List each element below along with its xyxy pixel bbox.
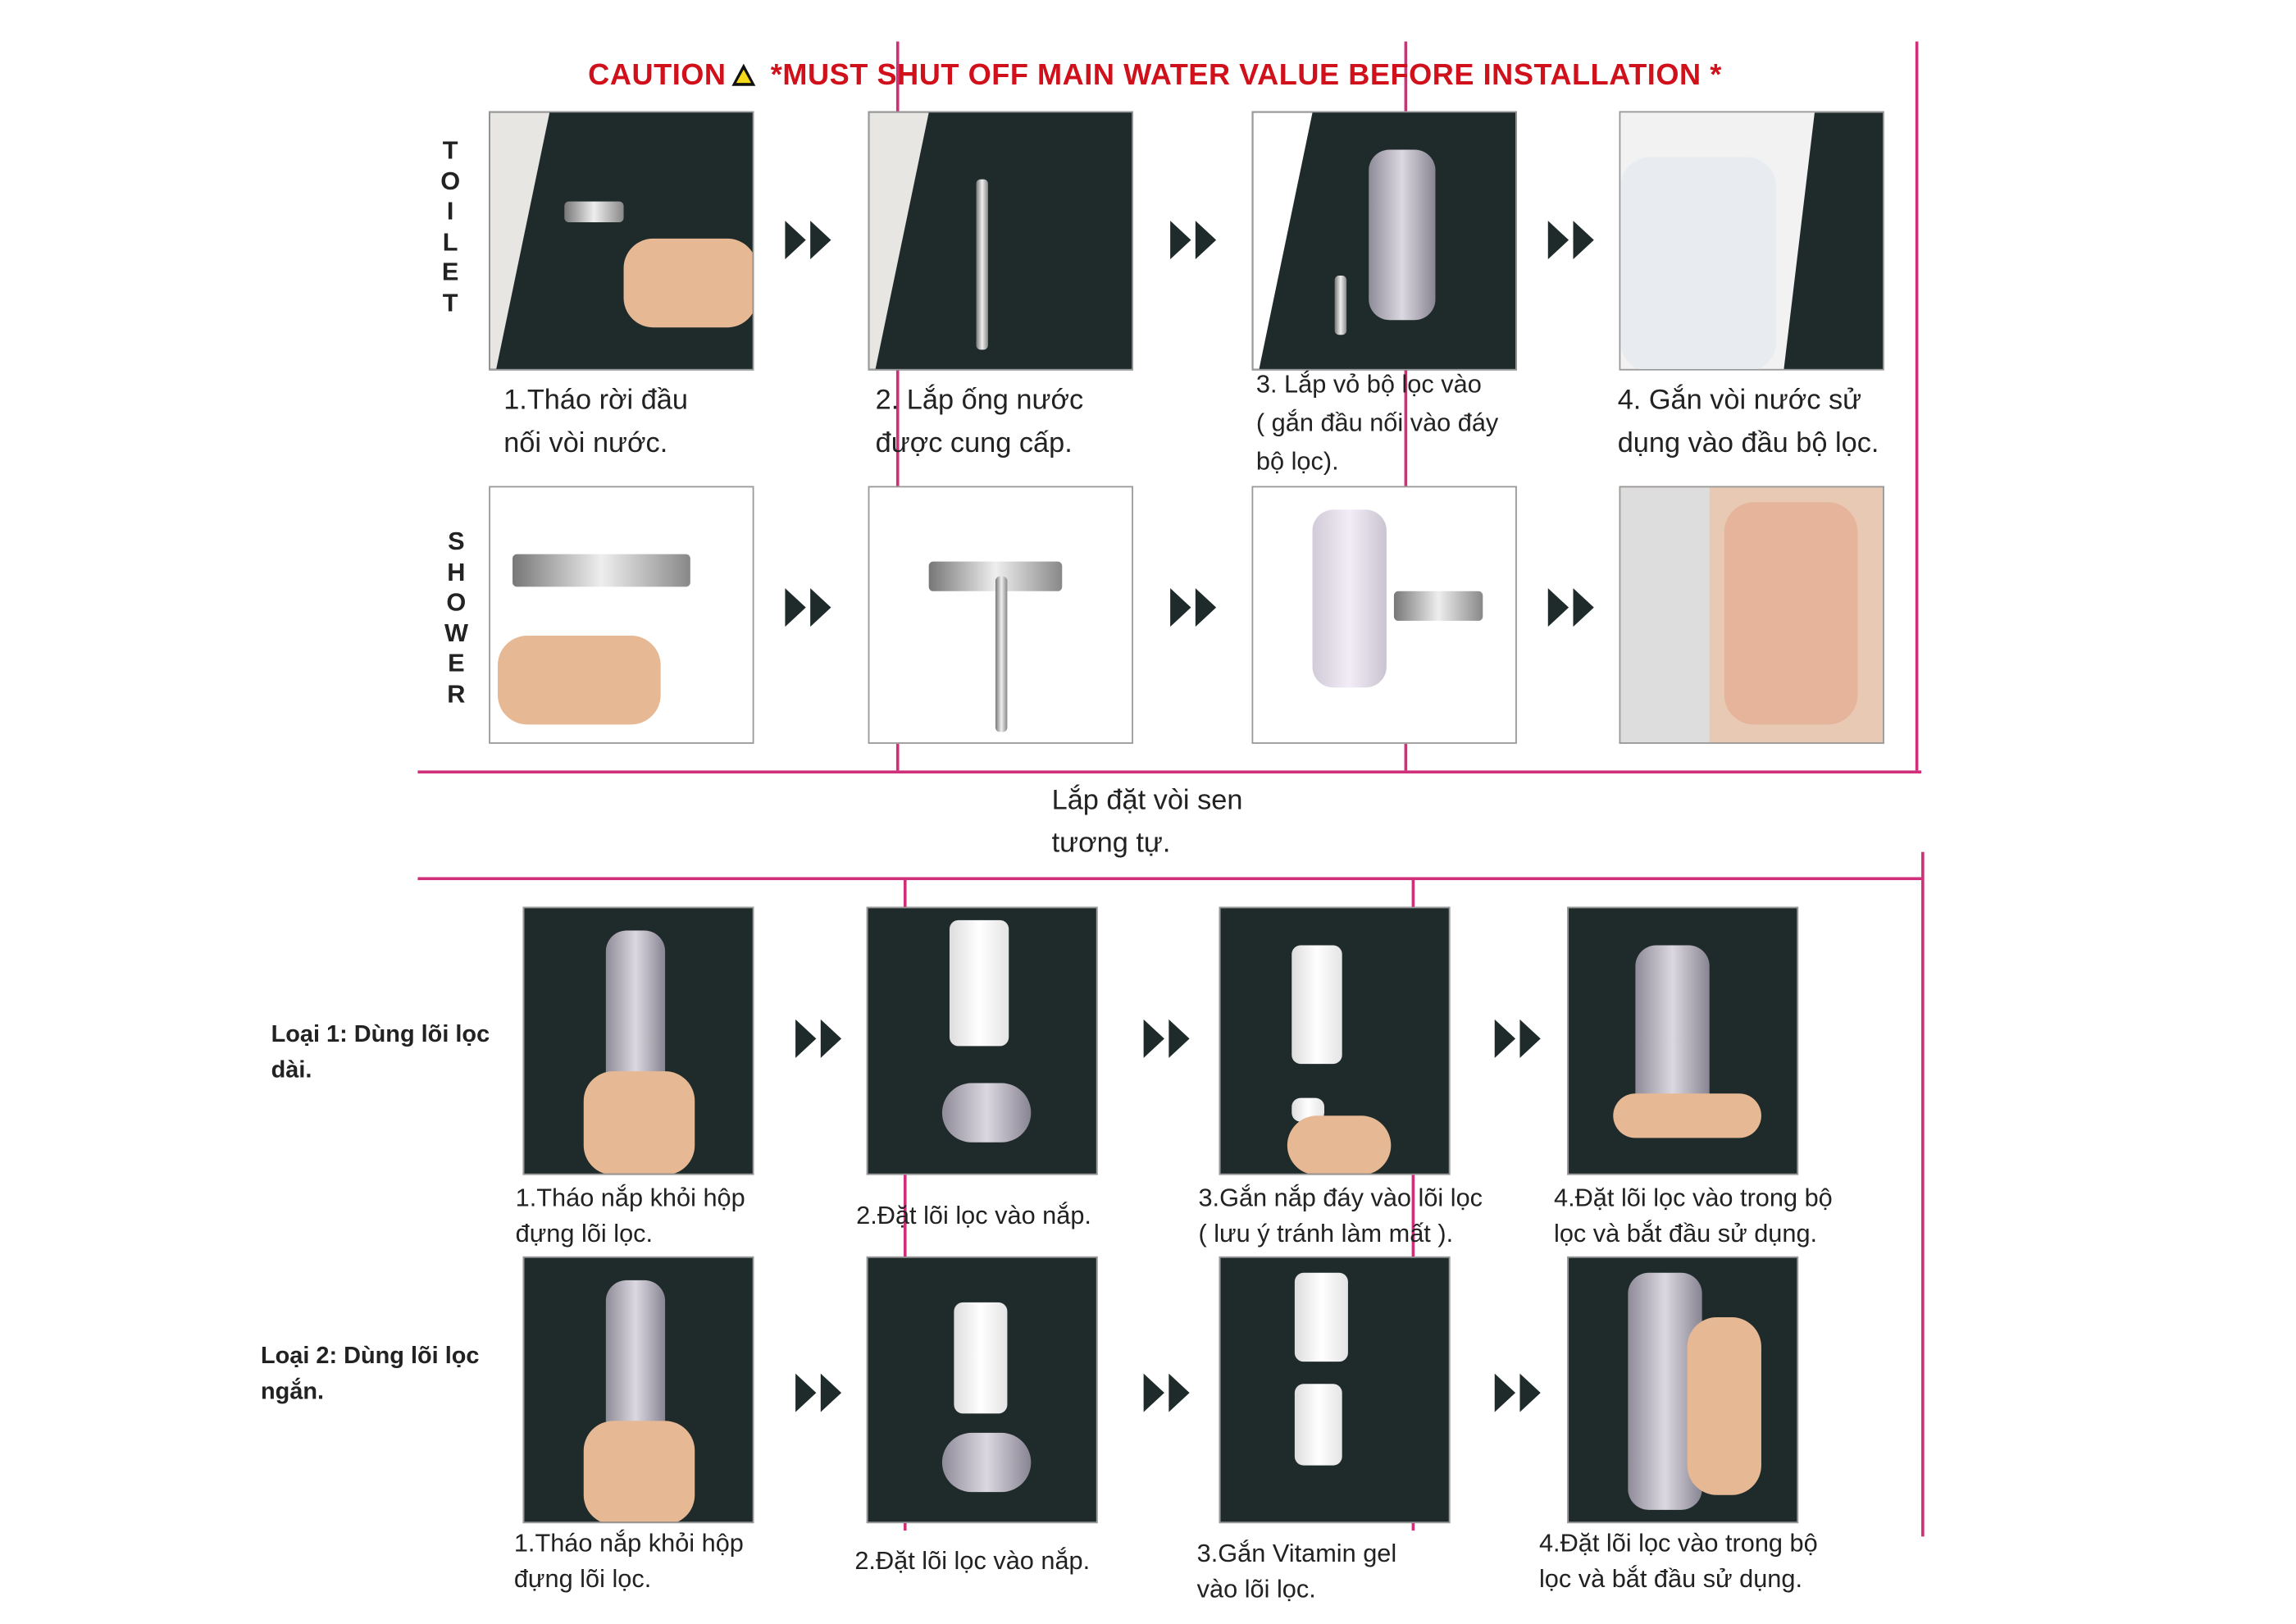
caption-line: bộ lọc).: [1255, 447, 1339, 476]
caption-line: 2. Lắp ống nước: [875, 385, 1084, 417]
caption-line: 2.Đặt lõi lọc vào nắp.: [854, 1546, 1091, 1576]
toilet-step2-caption: 2. Lắp ống nước được cung cấp.: [876, 379, 1084, 465]
type1-step4-photo: [1567, 906, 1799, 1175]
guide-line: [1404, 41, 1407, 771]
next-arrow-icon: [785, 588, 835, 627]
caption-line: được cung cấp.: [875, 428, 1073, 460]
caution-banner: CAUTION *MUST SHUT OFF MAIN WATER VALUE B…: [588, 59, 1722, 94]
type2-step4-photo: [1567, 1256, 1799, 1524]
label-line: dài.: [271, 1057, 312, 1083]
type2-step1-caption: 1.Tháo nắp khỏi hộp đựng lõi lọc.: [514, 1526, 744, 1598]
shower-step2-photo: [868, 486, 1133, 744]
next-arrow-icon: [1494, 1019, 1545, 1058]
label-line: ngắn.: [260, 1379, 325, 1405]
caption-line: lọc và bắt đầu sử dụng.: [1554, 1219, 1818, 1248]
type2-step3-caption: 3.Gắn Vitamin gel vào lõi lọc.: [1197, 1536, 1397, 1608]
shower-step4-photo: [1619, 486, 1884, 744]
type1-step3-caption: 3.Gắn nắp đáy vào lõi lọc ( lưu ý tránh l…: [1198, 1181, 1483, 1252]
letter: S: [448, 527, 465, 556]
toilet-step3-photo: [1251, 111, 1517, 371]
guide-line: [417, 770, 1922, 773]
caption-line: 3. Lắp vỏ bộ lọc vào: [1255, 370, 1482, 399]
next-arrow-icon: [1143, 1019, 1194, 1058]
caption-line: ( gắn đầu nối vào đáy: [1255, 408, 1499, 437]
next-arrow-icon: [1170, 221, 1220, 260]
toilet-step1-caption: 1.Tháo rời đầu nối vòi nước.: [503, 379, 688, 465]
label-line: Loại 1: Dùng lõi lọc: [271, 1022, 490, 1048]
label-line: Loại 2: Dùng lõi lọc: [260, 1343, 480, 1370]
next-arrow-icon: [795, 1019, 845, 1058]
letter: W: [444, 618, 468, 647]
type1-step4-caption: 4.Đặt lõi lọc vào trong bộ lọc và bắt đầu…: [1554, 1181, 1833, 1252]
type1-step2-caption: 2.Đặt lõi lọc vào nắp.: [856, 1198, 1091, 1234]
next-arrow-icon: [795, 1373, 845, 1412]
type1-step2-photo: [866, 906, 1098, 1175]
letter: I: [446, 197, 454, 226]
toilet-step4-photo: [1619, 111, 1884, 371]
letter: E: [448, 649, 465, 677]
shower-step3-photo: [1251, 486, 1517, 744]
caption-line: 4.Đặt lõi lọc vào trong bộ: [1554, 1184, 1833, 1212]
caption-line: dụng vào đầu bộ lọc.: [1617, 428, 1879, 460]
caption-line: 1.Tháo rời đầu: [503, 385, 688, 417]
toilet-step2-photo: [868, 111, 1133, 371]
shower-note: Lắp đặt vòi sen tương tự.: [1052, 779, 1243, 865]
type2-step1-photo: [522, 1256, 754, 1524]
guide-line: [1411, 878, 1414, 1531]
caption-line: đựng lõi lọc.: [515, 1219, 654, 1248]
next-arrow-icon: [1547, 588, 1598, 627]
type1-step1-caption: 1.Tháo nắp khỏi hộp đựng lõi lọc.: [516, 1181, 745, 1252]
next-arrow-icon: [785, 221, 835, 260]
caution-label: CAUTION: [588, 59, 727, 93]
note-line: tương tự.: [1051, 828, 1171, 860]
type2-step3-photo: [1219, 1256, 1451, 1524]
guide-line: [1921, 851, 1924, 1537]
letter: T: [442, 136, 458, 165]
letter: O: [440, 167, 461, 195]
type2-step2-caption: 2.Đặt lõi lọc vào nắp.: [854, 1544, 1090, 1579]
caption-line: ( lưu ý tránh làm mất ).: [1198, 1219, 1454, 1248]
letter: H: [447, 558, 466, 586]
next-arrow-icon: [1494, 1373, 1545, 1412]
note-line: Lắp đặt vòi sen: [1051, 785, 1243, 817]
type1-step1-photo: [522, 906, 754, 1175]
type2-step2-photo: [866, 1256, 1098, 1524]
next-arrow-icon: [1170, 588, 1220, 627]
letter: O: [446, 588, 467, 617]
type2-step4-caption: 4.Đặt lõi lọc vào trong bộ lọc và bắt đầu…: [1539, 1526, 1818, 1598]
type1-label: Loại 1: Dùng lõi lọc dài.: [271, 1018, 490, 1089]
caution-message: *MUST SHUT OFF MAIN WATER VALUE BEFORE I…: [770, 59, 1722, 93]
type2-label: Loại 2: Dùng lõi lọc ngắn.: [261, 1339, 480, 1411]
toilet-step1-photo: [489, 111, 754, 371]
toilet-step4-caption: 4. Gắn vòi nước sử dụng vào đầu bộ lọc.: [1618, 379, 1879, 465]
caption-line: 3.Gắn nắp đáy vào lõi lọc: [1198, 1184, 1483, 1212]
caption-line: 2.Đặt lõi lọc vào nắp.: [856, 1202, 1091, 1230]
guide-line: [903, 878, 906, 1531]
letter: R: [447, 679, 466, 708]
caption-line: 4. Gắn vòi nước sử: [1617, 385, 1862, 417]
caption-line: nối vòi nước.: [503, 428, 668, 460]
caption-line: 4.Đặt lõi lọc vào trong bộ: [1538, 1529, 1818, 1558]
shower-step1-photo: [489, 486, 754, 744]
caption-line: 1.Tháo nắp khỏi hộp: [513, 1529, 744, 1558]
caption-line: 3.Gắn Vitamin gel: [1196, 1539, 1397, 1568]
caption-line: 1.Tháo nắp khỏi hộp: [515, 1184, 745, 1212]
caption-line: lọc và bắt đầu sử dụng.: [1538, 1564, 1803, 1593]
guide-line: [1915, 41, 1918, 771]
next-arrow-icon: [1547, 221, 1598, 260]
caption-line: vào lõi lọc.: [1196, 1575, 1316, 1603]
letter: L: [442, 227, 458, 256]
guide-line: [895, 41, 899, 771]
caption-line: đựng lõi lọc.: [513, 1564, 652, 1593]
next-arrow-icon: [1143, 1373, 1194, 1412]
guide-line: [417, 877, 1922, 880]
warning-triangle-icon: [731, 63, 756, 86]
letter: T: [442, 288, 458, 317]
letter: E: [441, 258, 459, 286]
type1-step3-photo: [1219, 906, 1451, 1175]
toilet-step3-caption: 3. Lắp vỏ bộ lọc vào ( gắn đầu nối vào đá…: [1256, 366, 1498, 481]
